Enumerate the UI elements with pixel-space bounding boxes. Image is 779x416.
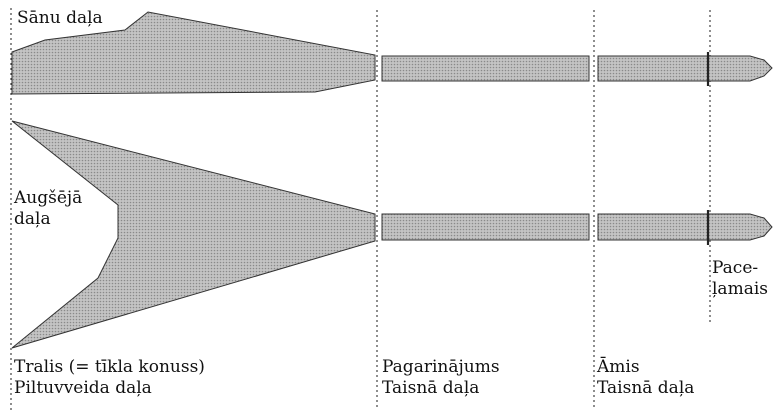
- section-caption-trawl: Tralis (= tīkla konuss) Piltuvveida daļa: [14, 357, 205, 398]
- top-view-label: Augšējā daļa: [14, 188, 83, 229]
- top-view-codend-shape: [597, 213, 773, 241]
- side-view-trawl-shape: [11, 11, 376, 95]
- side-view-extension-shape: [381, 55, 590, 82]
- section-caption-extension: Pagarinājums Taisnā daļa: [382, 357, 500, 398]
- side-view-codend-shape: [597, 55, 773, 82]
- lifting-label: Pace- ļamais: [712, 258, 768, 299]
- top-view-trawl-shape: [11, 120, 376, 349]
- top-view-extension-shape: [381, 213, 590, 241]
- side-view-label: Sānu daļa: [17, 8, 103, 28]
- section-caption-codend: Āmis Taisnā daļa: [597, 357, 695, 398]
